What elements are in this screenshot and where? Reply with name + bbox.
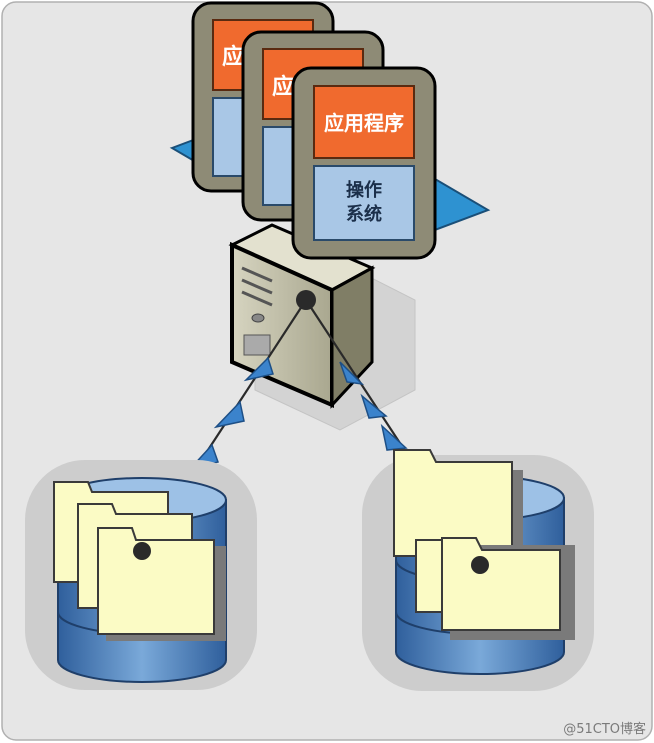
right-storage: [362, 449, 594, 691]
watermark-text: @51CTO博客: [563, 722, 646, 737]
vm-front-os-line2: 系统: [346, 203, 382, 225]
vm-back-app-label: 应: [222, 44, 244, 70]
arrow-left-1: [243, 356, 274, 382]
vm-front-app-label: 应用程序: [324, 111, 404, 135]
left-folders: [53, 481, 226, 641]
server-tower: [228, 223, 376, 409]
arrow-left-2: [213, 400, 245, 429]
vm-front-os-line1: 操作: [346, 179, 382, 201]
left-storage-node: [133, 542, 151, 560]
right-folders: [393, 449, 575, 640]
vm-middle-app-label: 应: [272, 74, 294, 100]
left-storage: [25, 460, 257, 690]
arrow-right-1: [339, 361, 365, 386]
right-arrows: [339, 361, 408, 451]
arrow-right-2: [360, 393, 388, 419]
server-node: [296, 290, 316, 310]
right-storage-node: [471, 556, 489, 574]
vm-card-front: 应用程序 操作 系统: [291, 66, 437, 260]
